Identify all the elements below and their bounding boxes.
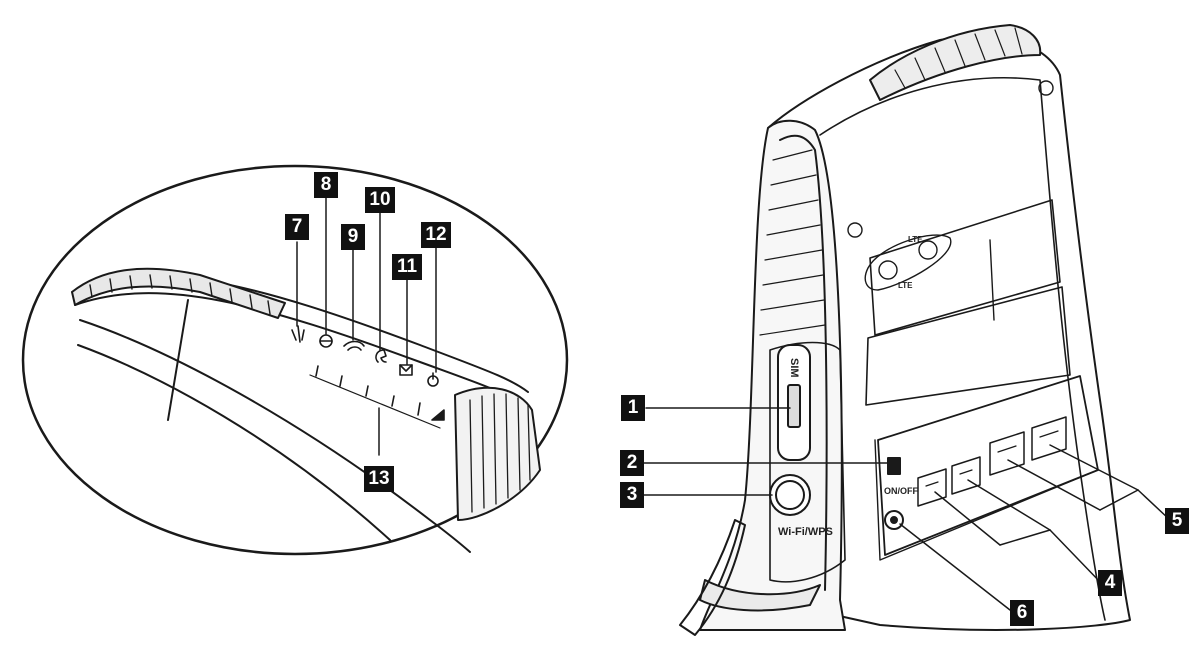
led-icons	[291, 325, 445, 429]
callout-3: 3	[620, 482, 644, 508]
signal-strength-icon	[431, 409, 445, 421]
callout-11: 11	[392, 254, 422, 280]
signal-antenna-icon	[291, 325, 305, 343]
phone-icon	[375, 349, 387, 363]
router-stand	[699, 579, 821, 612]
front-arch-inner	[779, 134, 828, 591]
router-rear-view: SIM Wi-Fi/WPS LTE LTE ON/OFF	[643, 24, 1171, 636]
vent-strip	[71, 267, 286, 319]
callout-8: 8	[314, 172, 338, 198]
lan-port-2	[1031, 416, 1067, 461]
callout-4: 4	[1098, 570, 1122, 596]
leader-lines-top	[296, 197, 437, 456]
side-screw	[847, 222, 863, 238]
side-vent	[454, 386, 541, 521]
lan-port-1	[989, 431, 1025, 476]
power-jack-pin	[890, 516, 898, 524]
sim-card-slot	[787, 384, 801, 428]
on-off-label: ON/OFF	[884, 486, 918, 496]
callout-6: 6	[1010, 600, 1034, 626]
device-side-line	[167, 299, 189, 421]
sim-label: SIM	[788, 358, 800, 378]
top-grill	[869, 24, 1042, 101]
wps-button-area: Wi-Fi/WPS	[769, 474, 833, 538]
callout-13: 13	[364, 466, 394, 492]
lte-right-label: LTE	[908, 235, 923, 244]
sms-envelope-icon	[399, 364, 413, 376]
base-foot	[679, 519, 746, 636]
power-icon	[427, 372, 439, 387]
callout-7: 7	[285, 214, 309, 240]
callout-2: 2	[620, 450, 644, 476]
callout-1: 1	[621, 395, 645, 421]
port-bay	[877, 375, 1099, 556]
sim-slot-area: SIM	[777, 344, 811, 461]
top-screw	[1038, 80, 1054, 96]
rear-upper-panel	[869, 199, 1061, 336]
lte-antenna-connectors: LTE LTE	[864, 234, 952, 291]
callout-12: 12	[421, 222, 451, 248]
lte-left-label: LTE	[898, 281, 913, 290]
wifi-wps-button-inner	[775, 480, 805, 510]
vent-ribs	[89, 274, 271, 315]
on-off-switch	[887, 457, 901, 475]
rear-middle-panel	[865, 286, 1071, 406]
device-top-edge-inner	[74, 292, 523, 406]
device-front-curve	[79, 319, 471, 553]
zoom-view	[21, 164, 569, 556]
port-bay-bottom	[874, 439, 1099, 561]
wifi-wps-label: Wi-Fi/WPS	[778, 526, 833, 538]
arch-vent-ribs	[759, 149, 826, 336]
rear-panel-divider	[989, 239, 995, 321]
callout-9: 9	[341, 224, 365, 250]
side-vent-ribs	[469, 393, 531, 513]
top-grill-ribs	[894, 27, 1023, 89]
phone-port-1	[917, 468, 947, 507]
router-back-panel	[819, 77, 1106, 621]
internet-globe-icon	[319, 334, 333, 348]
leader-lines-rear	[643, 407, 1171, 611]
side-plate	[769, 341, 846, 583]
phone-port-2	[951, 456, 981, 495]
callout-10: 10	[365, 187, 395, 213]
wifi-icon	[343, 340, 365, 351]
zoom-circle-outline	[21, 164, 569, 556]
device-front-curve-2	[77, 344, 391, 541]
callout-5: 5	[1165, 508, 1189, 534]
